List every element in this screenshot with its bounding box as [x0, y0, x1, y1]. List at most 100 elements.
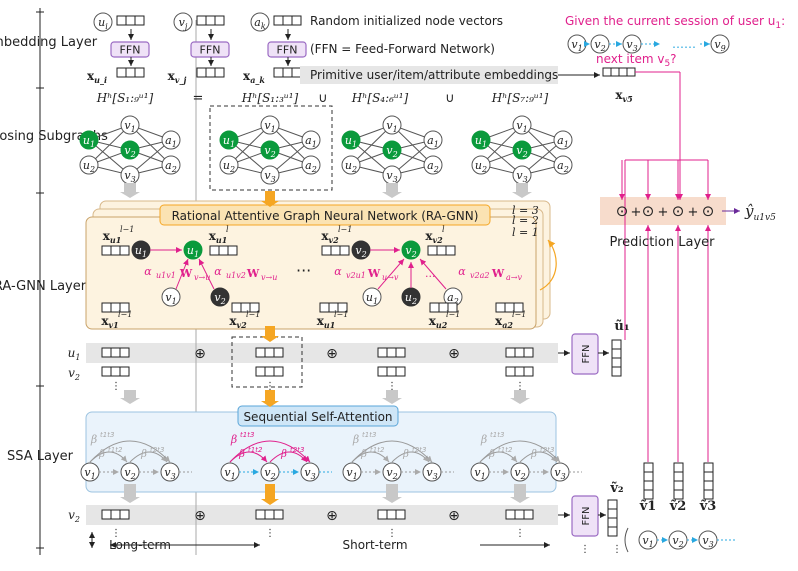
node-label: v1 [224, 466, 235, 481]
vector-cell [523, 347, 534, 358]
vector-cell [205, 67, 216, 78]
node-label: ui [98, 16, 108, 31]
vector-cell [513, 302, 524, 313]
vector-cell [319, 302, 330, 313]
node-v2 [401, 240, 421, 260]
node-label: v3 [626, 38, 637, 53]
node-label: v1 [474, 466, 485, 481]
h3-label: Hʰ[S₇:₉ᵘ¹] [491, 91, 549, 105]
node-label: u2 [223, 159, 235, 174]
node-v1 [512, 115, 532, 135]
x-u2-prev: xu2 [429, 314, 448, 330]
edge [88, 124, 131, 166]
node-v1 [382, 115, 402, 135]
primitive-label-bg [300, 66, 558, 84]
ragnn-layer-label: RA-GNN Layer [0, 279, 87, 294]
vector-cell [626, 67, 636, 77]
vector-cell [282, 15, 293, 26]
x-u1-prev: xu1 [103, 229, 122, 245]
x-v2-prev-2: xv2 [321, 229, 339, 245]
node-label: u1 [83, 134, 95, 149]
beta-12-sup: t1t2 [498, 446, 513, 454]
node-label: v3 [516, 169, 527, 184]
vector-cell [196, 67, 207, 78]
primitive-vector [273, 67, 302, 78]
layer-l3: l = 3 [512, 204, 539, 217]
node-ui [93, 12, 113, 32]
ffn-v2 [571, 495, 599, 537]
x-v2-prev: xv2 [229, 314, 247, 330]
node-label: v1 [84, 466, 95, 481]
beta-23-label: β [530, 449, 537, 460]
oplus-sign: ⊕ [194, 508, 206, 524]
layer-l2: l = 2 [512, 214, 539, 227]
vector-cell [377, 347, 388, 358]
node-label: u1 [366, 291, 378, 306]
edge [269, 124, 312, 166]
beta-13-label: β [352, 433, 359, 446]
vector-cell [116, 67, 127, 78]
x-a2-prev: xa2 [495, 314, 513, 330]
vec-v1-prev [101, 302, 130, 313]
x-v5-vector [602, 67, 636, 77]
pred-plus: + [658, 205, 669, 220]
node-label: v3 [304, 466, 315, 481]
beta-13-sup: t1t3 [100, 431, 114, 439]
x-v1-prev-sup: l−1 [118, 310, 132, 319]
oplus-sign: ⊕ [448, 346, 460, 362]
vector-cell [255, 509, 266, 520]
node-label: vj [179, 16, 188, 31]
node-label: v2 [124, 466, 135, 481]
beta-23-label: β [140, 449, 147, 460]
vector-cell [673, 489, 684, 500]
vector-cell [249, 302, 260, 313]
embedding-layer-label: Embedding Layer [0, 35, 98, 50]
node-label: v2 [68, 366, 80, 382]
node-label: v2 [264, 144, 275, 159]
vector-cell [386, 366, 397, 377]
v-tilde-vector [643, 462, 654, 500]
vec-v2-prev [231, 302, 260, 313]
vec-v2-l [427, 245, 456, 256]
edge [129, 124, 172, 166]
vector-cell [607, 508, 618, 519]
vector-cell [607, 526, 618, 537]
v-tilde-vector [703, 462, 714, 500]
vector-cell [611, 348, 622, 359]
alpha-2: α [214, 265, 222, 278]
vector-cell [231, 302, 242, 313]
down-arrow [120, 183, 140, 198]
node-label: v9 [714, 38, 725, 53]
vector-cell [264, 366, 275, 377]
beta-23-sup: t2t3 [150, 446, 164, 454]
vector-cell [125, 67, 136, 78]
random-init-label: Random initialized node vectors [310, 14, 503, 28]
vector-cell [119, 366, 130, 377]
vector-cell [610, 67, 620, 77]
ragnn-dots: ··· [296, 261, 311, 280]
node-label: v1 [642, 534, 653, 549]
node-label: v1 [124, 119, 135, 134]
down-arrow [510, 390, 530, 404]
alpha-1-sub: u1v1 [156, 271, 176, 280]
beta-12-sup: t1t2 [370, 446, 385, 454]
beta-12-label: β [238, 449, 245, 460]
down-arrow [382, 183, 402, 198]
vector-cell [447, 302, 458, 313]
vector-cell [505, 366, 516, 377]
vector-cell [495, 302, 506, 313]
ffn-note-label: (FFN = Feed-Forward Network) [310, 42, 495, 56]
vector-cell [273, 347, 284, 358]
x-v2-l-sup: l [442, 225, 445, 234]
down-arrow [382, 484, 402, 503]
vector-cell [321, 245, 332, 256]
node-a1 [301, 130, 321, 150]
w-1-sub: v→u [194, 273, 210, 282]
vector-cell [386, 347, 397, 358]
vector-cell [101, 509, 112, 520]
node-label: v3 [264, 169, 275, 184]
x-u2-prev-sup: l−1 [446, 310, 460, 319]
vector-cell [523, 366, 534, 377]
ssa-title: Sequential Self-Attention [243, 410, 392, 424]
vector-cell [110, 245, 121, 256]
